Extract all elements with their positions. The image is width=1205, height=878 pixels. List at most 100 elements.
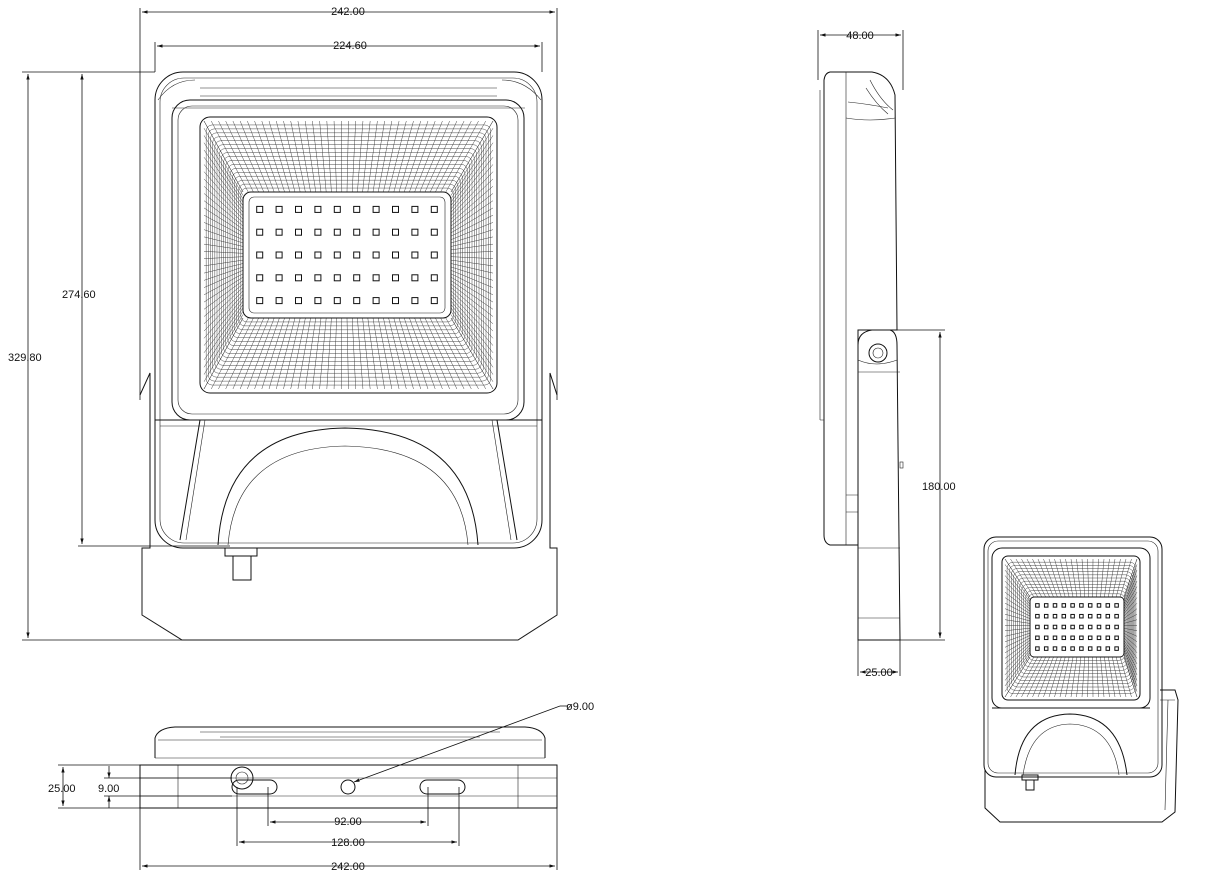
- led-chip: [1105, 624, 1111, 630]
- heatsink-fin: [203, 157, 244, 210]
- dim-bottom-hole-diameter: ø9.00: [566, 701, 594, 713]
- led-chip: [1035, 624, 1040, 630]
- heatsink-fin: [203, 314, 244, 382]
- heatsink-fin: [203, 200, 244, 230]
- led-chip: [1096, 613, 1102, 619]
- led-chip: [314, 205, 322, 213]
- led-chip: [1043, 646, 1049, 651]
- led-chip: [256, 228, 264, 236]
- led-chip: [1079, 624, 1084, 630]
- heatsink-fin: [203, 307, 244, 368]
- dim-side-bracket-depth: 25.00: [865, 667, 893, 679]
- led-chip: [353, 274, 361, 282]
- led-chip: [1070, 635, 1075, 641]
- led-chip: [1105, 603, 1111, 608]
- led-chip: [295, 274, 302, 282]
- heatsink-fin: [1004, 647, 1031, 676]
- led-chip: [392, 205, 399, 213]
- dim-front-total-width: 242.00: [331, 6, 365, 18]
- led-chip: [1061, 613, 1067, 619]
- heatsink-fin: [203, 128, 244, 196]
- heatsink-fin: [1087, 656, 1089, 698]
- led-chip: [1079, 603, 1084, 608]
- heatsink-fin: [1119, 558, 1132, 598]
- heatsink-fin: [312, 317, 322, 390]
- heatsink-fin: [203, 178, 244, 220]
- heatsink-fin: [383, 317, 400, 390]
- heatsink-fin: [1123, 627, 1138, 631]
- heatsink-fin: [1123, 649, 1138, 681]
- led-chip: [392, 228, 399, 236]
- led-chip: [353, 251, 361, 259]
- heatsink-fin: [450, 276, 494, 303]
- led-chip: [1035, 646, 1040, 651]
- heatsink-fin: [268, 120, 291, 193]
- heatsink-fin: [1037, 656, 1054, 698]
- heatsink-fin: [239, 120, 270, 193]
- heatsink-fin: [393, 317, 414, 390]
- heatsink-fin: [1100, 558, 1105, 598]
- heatsink-fin: [1123, 564, 1138, 600]
- heatsink-fin: [326, 120, 332, 193]
- led-chip: [1061, 624, 1067, 630]
- front-led-array: [256, 205, 438, 305]
- heatsink-fin: [409, 120, 436, 193]
- led-chip: [372, 251, 380, 259]
- heatsink-fin: [333, 317, 337, 390]
- heatsink-fin: [261, 317, 285, 390]
- heatsink-fin: [203, 120, 244, 193]
- heatsink-fin: [445, 120, 486, 193]
- heatsink-fin: [450, 270, 494, 288]
- heatsink-fin: [388, 120, 407, 193]
- side-pivot-bolt: [868, 343, 888, 363]
- led-chip: [1061, 646, 1067, 651]
- heatsink-fin: [1123, 608, 1138, 619]
- heatsink-fin: [357, 317, 364, 390]
- heatsink-fin: [372, 120, 385, 193]
- heatsink-fin: [362, 317, 371, 390]
- led-chip: [1070, 613, 1075, 619]
- heatsink-fin: [1115, 656, 1127, 698]
- heatsink-fin: [203, 273, 244, 296]
- led-chip: [333, 297, 341, 305]
- heatsink-fin: [450, 142, 494, 203]
- led-chip: [1079, 613, 1084, 619]
- heatsink-fin: [232, 317, 265, 390]
- heatsink-fin: [203, 280, 244, 310]
- led-chip: [1096, 603, 1102, 608]
- heatsink-fin: [1004, 656, 1031, 698]
- heatsink-fin: [357, 120, 364, 193]
- heatsink-fin: [203, 256, 244, 259]
- heatsink-fin: [362, 120, 371, 193]
- heatsink-fin: [450, 214, 494, 237]
- heatsink-fin: [1070, 656, 1078, 698]
- led-chip: [275, 251, 283, 259]
- led-chip: [1043, 624, 1049, 630]
- heatsink-fin: [388, 317, 407, 390]
- heatsink-fin: [203, 263, 244, 274]
- heatsink-fin: [383, 120, 400, 193]
- heatsink-fin: [1004, 625, 1031, 627]
- heatsink-ring: [210, 132, 487, 378]
- heatsink-fin: [398, 317, 421, 390]
- led-chip: [411, 274, 419, 282]
- led-chip: [1105, 613, 1111, 619]
- heatsink-fin: [203, 222, 244, 240]
- heatsink-fin: [341, 317, 343, 390]
- heatsink-fin: [203, 270, 244, 288]
- heatsink-fin: [276, 120, 296, 193]
- led-chip: [372, 228, 380, 236]
- front-housing-outer: [154, 71, 543, 549]
- led-chip: [372, 274, 380, 282]
- heatsink-fin: [261, 120, 285, 193]
- heatsink-fin: [1108, 558, 1116, 598]
- heatsink-fin: [450, 243, 494, 251]
- heatsink-fin: [450, 200, 494, 230]
- heatsink-fin: [1123, 642, 1138, 664]
- heatsink-fin: [424, 120, 458, 193]
- led-chip: [333, 228, 341, 236]
- heatsink-fin: [440, 120, 479, 193]
- led-chip: [1052, 613, 1058, 619]
- heatsink-fin: [429, 317, 465, 390]
- led-chip: [275, 228, 283, 236]
